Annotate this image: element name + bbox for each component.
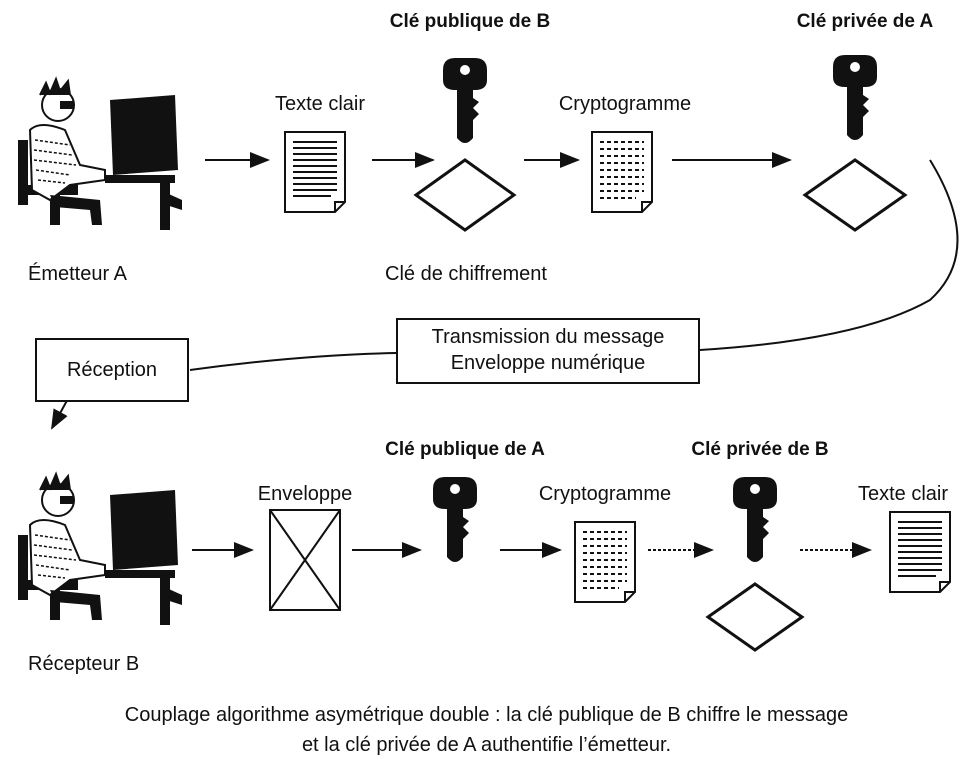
caption-line-1: Couplage algorithme asymétrique double :… <box>124 704 849 726</box>
bottom-cipher-label: Cryptogramme <box>538 483 672 505</box>
cipher-document-icon <box>591 131 653 213</box>
caption-line-2: et la clé privée de A authentifie l’émet… <box>301 734 672 756</box>
public-key-b-icon <box>443 58 487 143</box>
transmission-curve <box>699 159 959 351</box>
top-plaintext-label: Texte clair <box>274 93 366 115</box>
decryption-diamond-icon <box>705 582 805 652</box>
top-private-key-a-title: Clé privée de A <box>796 11 934 32</box>
plaintext-document-icon <box>284 131 346 213</box>
public-key-a-icon <box>433 477 477 562</box>
reception-curve <box>189 352 397 371</box>
cipher-document-icon <box>574 521 636 603</box>
sender-label: Émetteur A <box>28 263 127 285</box>
plaintext-document-icon <box>889 511 951 593</box>
sender-person-icon <box>17 78 183 231</box>
signature-diamond-icon <box>802 158 908 232</box>
envelope-label: Enveloppe <box>257 483 353 505</box>
transmission-line-1: Transmission du message <box>431 326 665 348</box>
bottom-plaintext-label: Texte clair <box>858 483 949 505</box>
private-key-b-icon <box>733 477 777 562</box>
transmission-line-2: Enveloppe numérique <box>450 352 646 374</box>
bottom-private-key-b-title: Clé privée de B <box>691 439 829 460</box>
encryption-key-label: Clé de chiffrement <box>385 263 547 285</box>
encryption-diamond-icon <box>413 158 517 232</box>
receiver-label: Récepteur B <box>28 653 140 675</box>
top-cipher-label: Cryptogramme <box>558 93 692 115</box>
top-public-key-b-title: Clé publique de B <box>389 11 551 32</box>
reception-box: Réception <box>35 338 189 402</box>
private-key-a-icon <box>833 55 877 140</box>
bottom-public-key-a-title: Clé publique de A <box>385 439 545 460</box>
receiver-person-icon <box>17 473 183 626</box>
envelope-icon <box>269 509 341 611</box>
transmission-box: Transmission du message Enveloppe numéri… <box>396 318 700 384</box>
